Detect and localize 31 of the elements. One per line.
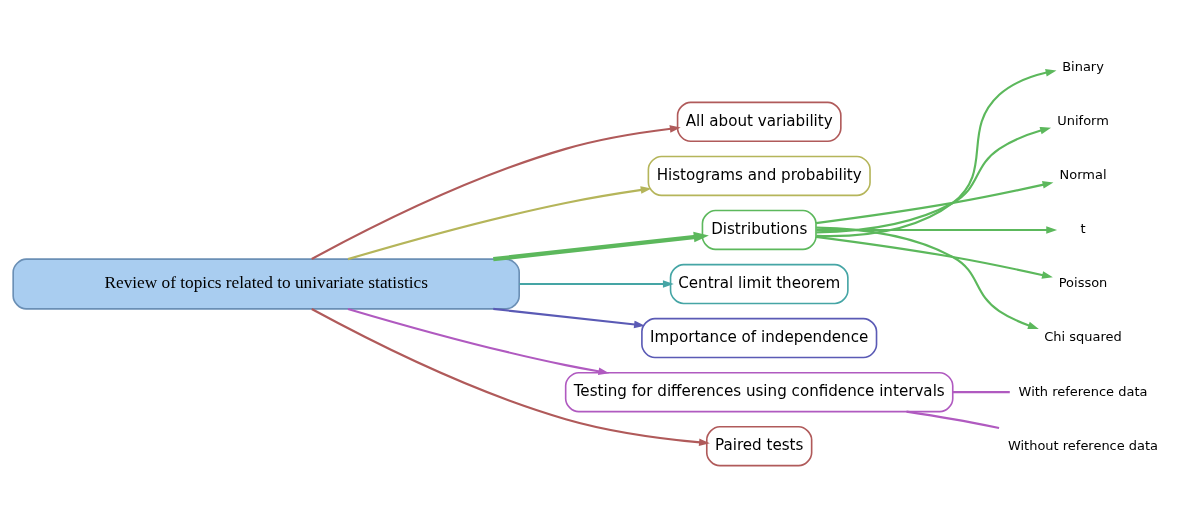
arrow: [815, 180, 1054, 224]
arrow: [816, 68, 1057, 237]
arrow: [519, 279, 674, 288]
node-box: All about variability: [676, 101, 842, 142]
node-box: Importance of independence: [641, 317, 878, 358]
arrow: [311, 124, 681, 260]
node-text: Normal: [1059, 166, 1107, 182]
node-text: Chi squared: [1044, 328, 1122, 344]
node-text: Binary: [1062, 58, 1104, 74]
connector: [953, 390, 1010, 393]
node-box: Paired tests: [705, 425, 813, 466]
node-box: Review of topics related to univariate statistics: [12, 257, 520, 310]
connector: [906, 410, 1000, 429]
arrow: [816, 225, 1058, 234]
node-text: With reference data: [1018, 383, 1148, 398]
node-text: Poisson: [1058, 274, 1108, 290]
arrow: [816, 226, 1039, 329]
node-text: Without reference data: [1008, 437, 1159, 453]
arrow: [816, 126, 1052, 233]
arrow: [493, 307, 645, 328]
node-text: Uniform: [1057, 112, 1109, 128]
node-box: Central limit theorem: [669, 263, 849, 304]
node-text: t: [1080, 220, 1086, 236]
arrow: [815, 235, 1053, 279]
node-box: Distributions: [701, 209, 817, 250]
arrow: [347, 185, 652, 260]
node-box: Histograms and probability: [647, 155, 871, 196]
node-box: Testing for differences using confidence intervals: [564, 371, 954, 412]
arrow: [347, 307, 610, 375]
arrow: [311, 307, 710, 446]
arrow: [493, 231, 709, 261]
